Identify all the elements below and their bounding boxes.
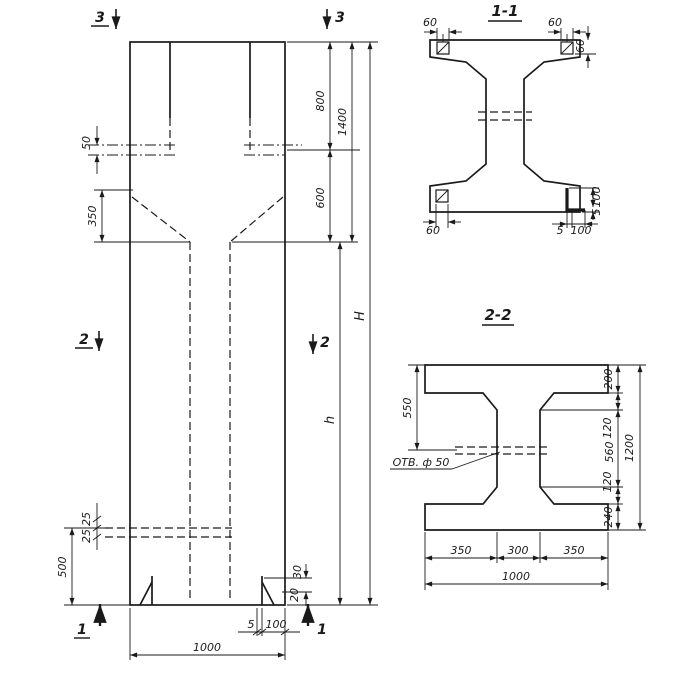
section-1-1-view: 1-1 [423, 2, 603, 237]
dim-5-label: 5 [248, 618, 255, 631]
dim-100-bottom-label: 100 [571, 224, 592, 237]
section-2-2-title: 2-2 [484, 306, 511, 324]
section-1-1-dimension-lines [423, 26, 599, 228]
dim-25-b-label: 25 [80, 529, 93, 543]
dim-100-right-label: 100 [590, 187, 603, 208]
section-marker-3-left: 3 [95, 10, 105, 26]
section-2-2-view: 2-2 ОТВ. ф 50 [390, 306, 646, 590]
dim-30-label: 30 [291, 565, 304, 579]
dim-1200-label: 1200 [623, 434, 636, 462]
dim-100-label: 100 [266, 618, 287, 631]
dim-1400-label: 1400 [336, 108, 349, 136]
dim-800-label: 800 [314, 91, 327, 112]
dim-5-bottom-label: 5 [557, 224, 564, 237]
dim-20-label: 20 [288, 588, 301, 602]
dim-350-left-label: 350 [451, 544, 472, 557]
dim-550-label: 550 [401, 398, 414, 419]
section-marker-3-right: 3 [335, 10, 345, 26]
dim-560-label: 560 [603, 442, 616, 463]
dim-1000-bottom-label: 1000 [502, 570, 530, 583]
dim-350-label: 350 [86, 206, 99, 227]
dim-60-right-label: 60 [574, 39, 587, 53]
elevation-view: 3 3 2 2 1 1 50 800 1400 600 350 H h 500 … [56, 9, 378, 660]
section-1-1-title: 1-1 [491, 2, 518, 20]
dim-120-top-label: 120 [601, 418, 614, 439]
dim-300-label: 300 [508, 544, 529, 557]
dim-25-a-label: 25 [80, 512, 93, 526]
dim-1000-label: 1000 [193, 641, 221, 654]
section-marker-2-left: 2 [79, 332, 89, 348]
elevation-dimension-lines [64, 41, 378, 660]
section-2-2-dimension-lines [408, 364, 646, 590]
dim-50-label: 50 [80, 136, 93, 150]
dim-h-label: h [323, 416, 338, 424]
column-outline [88, 41, 302, 606]
dim-600-label: 600 [314, 188, 327, 209]
dim-120-bottom-label: 120 [601, 472, 614, 493]
dim-200-label: 200 [602, 369, 615, 390]
dim-H-label: H [353, 311, 368, 321]
dim-60-top-left-label: 60 [423, 16, 437, 29]
dim-60-top-right-label: 60 [548, 16, 562, 29]
dim-60-bottom-left-label: 60 [426, 224, 440, 237]
section-marker-2-right: 2 [320, 335, 330, 351]
hole-label: ОТВ. ф 50 [393, 456, 450, 469]
hole-callout [390, 451, 501, 470]
embedded-plates [435, 34, 585, 212]
section-marker-1-left: 1 [77, 622, 87, 638]
dim-5-right-label: 5 [590, 209, 603, 216]
dim-500-label: 500 [56, 557, 69, 578]
section-1-1-outline [429, 39, 581, 213]
section-cut-markers [74, 9, 332, 639]
dim-240-label: 240 [602, 507, 615, 528]
dim-350-right-label: 350 [564, 544, 585, 557]
section-marker-1-right: 1 [317, 622, 327, 638]
